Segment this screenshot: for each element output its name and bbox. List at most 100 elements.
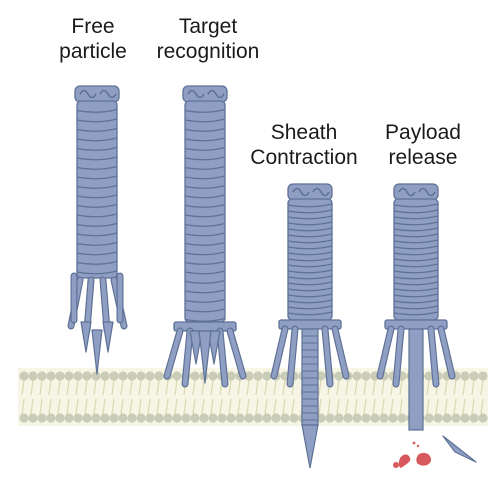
sheath-ring [287,209,333,214]
lipid-head [235,413,245,423]
lipid-head [37,371,47,381]
lipid-head [109,413,119,423]
lipid-head [118,371,128,381]
sheath-ring [76,194,118,199]
released-spike [442,435,477,463]
baseplate [384,319,448,330]
sheath-ring [287,221,333,226]
lipid-tail [381,398,385,415]
lipid-tail [336,398,340,415]
lipid-tail [192,379,196,396]
lipid-tail [84,379,88,396]
tail-fiber-fill [287,326,298,387]
stage-1-label: Free particle [58,14,128,64]
lipid-head [73,413,83,423]
lipid-tail [381,379,385,396]
lipid-head [388,413,398,423]
lipid-tail [93,379,97,396]
head-decoration [187,89,225,99]
sheath-ring [76,175,118,180]
lipid-tail [147,398,151,415]
lipid-head [145,371,155,381]
sheath-ring [287,233,333,238]
lipid-tail [345,398,349,415]
lipid-tail [120,379,124,396]
sheath-ring [184,251,226,256]
lipid-head [424,371,434,381]
sheath-ring [393,287,439,292]
sheath-ring [76,260,118,265]
lipid-tail [210,398,214,415]
sheath-ring [393,221,439,226]
lipid-tail [57,379,61,396]
sheath-ring [184,232,226,237]
sheath-ring [287,281,333,286]
lipid-head [118,413,128,423]
lipid-tail [129,379,133,396]
lipid-head [451,413,461,423]
payload [393,441,431,468]
sheath-ring [76,137,118,142]
lipid-head [469,413,479,423]
sheath-ring [184,298,226,303]
sheath-ring [76,241,118,246]
lipid-head [478,413,488,423]
lipid-head [100,413,110,423]
sheath-ring [393,215,439,220]
sheath-ring [184,108,226,113]
tail-sheath [76,100,118,279]
sheath-ring [184,308,226,313]
lipid-head [244,371,254,381]
tail-fiber-fill [164,328,183,379]
head-cap [393,183,439,201]
lipid-head [217,413,227,423]
sheath-ring [76,222,118,227]
sheath-ring [287,227,333,232]
lipid-head [91,413,101,423]
sheath-ring [287,311,333,316]
sheath-ring [287,275,333,280]
lipid-head [46,413,56,423]
sheath-ring [287,299,333,304]
sheath-ring [184,194,226,199]
lipid-tail [102,398,106,415]
lipid-tail [156,398,160,415]
lipid-head [280,413,290,423]
lipid-head [352,413,362,423]
lipid-tail [156,379,160,396]
lipid-tail [399,398,403,415]
lipid-tail [426,379,430,396]
payload-dot [412,441,416,445]
stage-3-label: Sheath Contraction [236,120,372,170]
stage-2-label: Target recognition [142,14,274,64]
lipid-head [19,413,29,423]
sheath-ring [184,222,226,227]
sheath-ring [76,251,118,256]
lipid-head [361,413,371,423]
lipid-tail [192,398,196,415]
lipid-tail [273,398,277,415]
lipid-head [154,413,164,423]
lipid-head [19,371,29,381]
sheath-ring [76,270,118,275]
lipid-tail [273,379,277,396]
sheath-ring [287,203,333,208]
sheath-ring [76,232,118,237]
payload-blob [416,452,431,466]
tail-fiber-fill [393,326,404,387]
lipid-head [136,413,146,423]
lipid-tail [66,398,70,415]
lipid-head [343,413,353,423]
sheath-ring [76,203,118,208]
lipid-tail [318,379,322,396]
lipid-tail [183,398,187,415]
lipid-tail [354,379,358,396]
lipid-tail [237,379,241,396]
lipid-tail [39,398,43,415]
sheath-ring [184,127,226,132]
stage-3-label-line2: Contraction [250,146,358,169]
tube-tip [301,424,319,469]
sheath-ring [184,165,226,170]
lipid-tail [201,379,205,396]
lipid-tail [246,398,250,415]
